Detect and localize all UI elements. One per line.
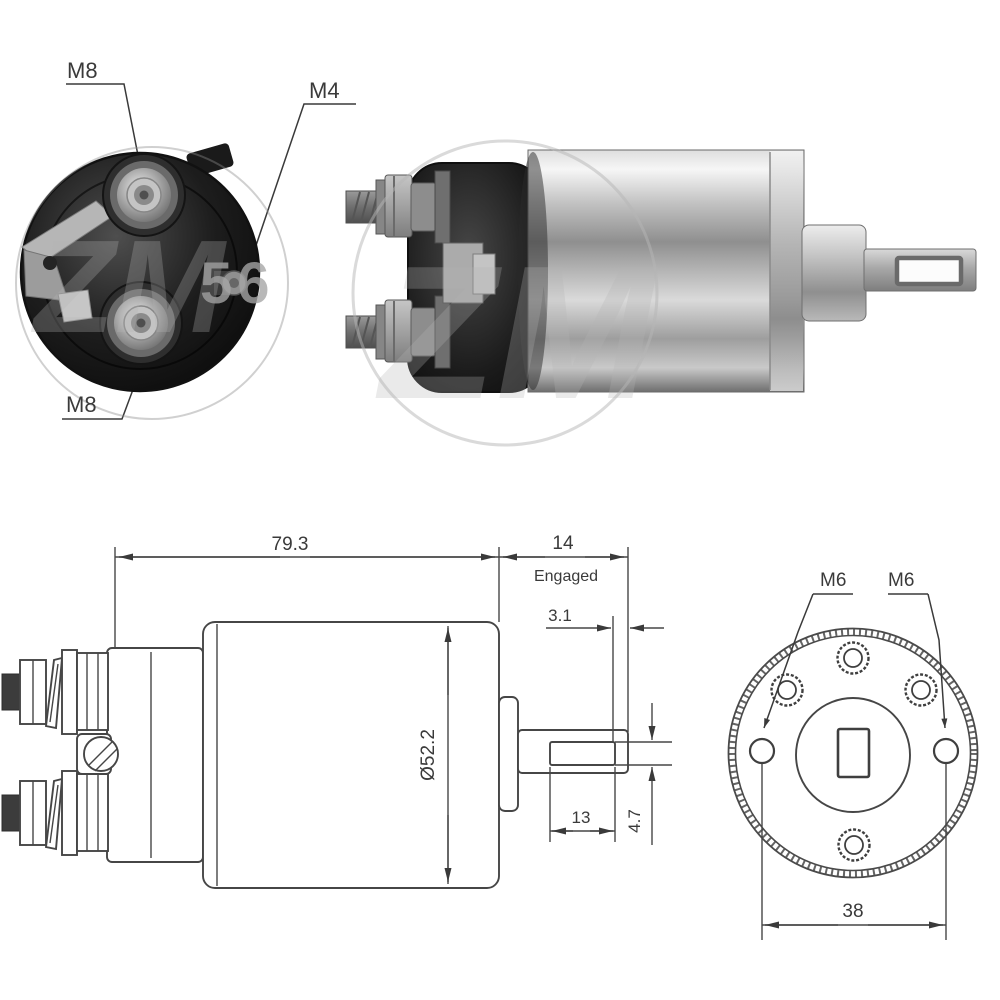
zm-watermark-text: ZM (30, 213, 228, 360)
drawing-screw (76, 733, 119, 775)
side-bottom-stud (345, 295, 451, 369)
body-left-shadow (518, 152, 548, 390)
label-m6-right: M6 (888, 570, 914, 591)
leader-m6-left (763, 593, 814, 729)
end-view-drawing: M6 M6 38 (727, 570, 979, 940)
dim-slot-width-text: 4.7 (625, 809, 644, 833)
label-top-terminal: M8 (67, 58, 98, 83)
zm-logo-ring (15, 146, 289, 420)
front-watermark: ZM 56 (15, 146, 289, 420)
drawing-plunger-slot (549, 741, 616, 766)
side-view-photo: ZM (345, 139, 977, 447)
dim-stroke: 14 Engaged (499, 533, 629, 732)
front-top-terminal (102, 153, 186, 237)
label-aux-terminal: M4 (309, 78, 340, 103)
dim-pin-protrusion-text: 3.1 (548, 606, 572, 625)
drawing-body (202, 621, 500, 889)
side-bracket (442, 242, 496, 304)
dim-slot-length: 13 (549, 767, 616, 842)
leader-m4 (246, 103, 356, 273)
end-inner-rim (734, 634, 972, 872)
dim-hole-spacing-text: 38 (842, 901, 863, 922)
stroke-note-text: Engaged (534, 568, 598, 585)
m6-hole-right (932, 737, 960, 765)
center-boss-circle (795, 697, 911, 813)
bracket-foot (57, 289, 93, 323)
zm-watermark-text: ZM (375, 227, 658, 439)
label-m6-left: M6 (820, 570, 846, 591)
aux-stud-center (229, 278, 239, 288)
dim-pin-protrusion: 3.1 (546, 606, 664, 742)
leader-m6-right (927, 593, 948, 729)
threaded-hole-bottom (837, 828, 871, 862)
side-watermark: ZM (351, 139, 659, 447)
dim-stroke-text: 14 (552, 533, 574, 554)
drawing-rear-cap (106, 647, 204, 863)
label-bottom-terminal: M8 (66, 392, 97, 417)
drawing-collar (498, 696, 519, 812)
drawing-top-stud (1, 649, 109, 735)
dim-body-diameter: Ø52.2 (418, 626, 452, 884)
bracket-hole (43, 256, 57, 270)
dimension-drawing: 79.3 14 Engaged 3.1 Ø52.2 (1, 533, 672, 889)
threaded-hole-top (836, 641, 870, 675)
dim-hole-spacing: 38 (761, 764, 947, 940)
body-front-rim (770, 151, 803, 391)
front-bottom-terminal (99, 281, 183, 365)
plunger-collar (801, 224, 867, 322)
threaded-hole-upper-left (770, 673, 804, 707)
dim-overall-length: 79.3 (114, 534, 500, 648)
watermark-digits: 56 (200, 251, 275, 316)
aux-terminal-stud (214, 270, 247, 296)
dim-slot-length-text: 13 (572, 808, 591, 827)
center-slot (836, 727, 871, 779)
zm-logo-ring (351, 139, 659, 447)
m6-hole-left (748, 737, 776, 765)
rim-knurl-hatch (729, 629, 977, 877)
m6-callouts: M6 M6 (763, 570, 948, 729)
plunger-link-slot (894, 255, 964, 287)
mounting-bracket (21, 200, 114, 323)
dim-slot-width: 4.7 (615, 703, 672, 845)
chrome-body (527, 149, 805, 393)
drawing-bottom-stud (1, 770, 109, 856)
threaded-hole-upper-right (904, 673, 938, 707)
dim-overall-length-text: 79.3 (272, 534, 309, 555)
dim-body-diameter-text: Ø52.2 (418, 729, 439, 781)
front-view-photo: ZM 56 M8 M4 M8 (15, 58, 356, 420)
